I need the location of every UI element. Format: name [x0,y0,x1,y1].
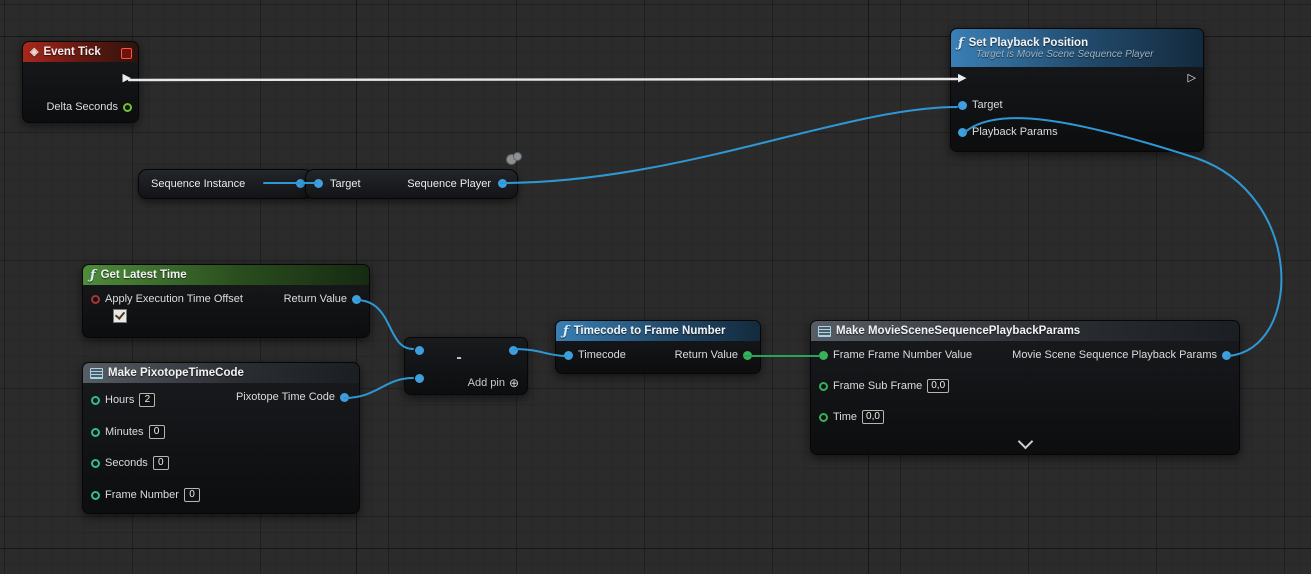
cloud-icon [506,152,522,165]
seconds-pin[interactable] [91,458,100,468]
node-get-latest-time-header[interactable]: ƒ Get Latest Time [83,265,369,285]
pin-label-frame-sub-frame: Frame Sub Frame [833,380,923,392]
variable-label: Sequence Instance [151,178,246,190]
exec-out-pin[interactable]: ▶ [122,72,131,84]
pin-label-return-value: Return Value [674,349,738,361]
delta-seconds-pin[interactable] [123,102,132,112]
target-in-pin[interactable] [314,179,323,188]
make-struct-icon [90,367,103,379]
node-make-playback-params-header[interactable]: Make MovieSceneSequencePlaybackParams [811,321,1239,341]
time-pin[interactable] [819,412,828,422]
subtract-input-b-pin[interactable] [415,374,424,383]
pin-label-return-value: Return Value [283,293,347,305]
node-title: Make MovieSceneSequencePlaybackParams [836,325,1081,337]
pin-label-frame-number: Frame Number [105,489,179,501]
node-title: Set Playback Position [968,37,1089,49]
event-icon: ◈ [30,45,39,58]
node-subtitle: Target is Movie Scene Sequence Player [976,48,1154,60]
pin-label-time: Time [833,411,858,423]
return-value-pin[interactable] [743,350,752,360]
exec-in-pin[interactable]: ▶ [958,72,967,84]
node-make-pixotope-timecode-header[interactable]: Make PixotopeTimeCode [83,363,359,383]
frame-frame-number-value-pin[interactable] [819,350,828,360]
event-tick-badge-icon [121,48,132,59]
timecode-pin[interactable] [564,350,573,360]
pin-label-hours: Hours [105,394,135,406]
hours-value-input[interactable]: 2 [139,393,156,407]
frame-number-pin[interactable] [91,490,100,500]
seconds-value-input[interactable]: 0 [152,456,169,470]
node-title: Timecode to Frame Number [573,325,726,337]
expand-chevron-icon[interactable] [1017,433,1034,450]
node-title: Event Tick [43,46,101,58]
node-title: Make PixotopeTimeCode [108,367,244,379]
pin-label-output: Movie Scene Sequence Playback Params [1012,349,1217,361]
pin-label-apply-execution-time-offset: Apply Execution Time Offset [105,293,243,305]
pin-label-target: Target [972,99,1003,111]
node-timecode-to-frame-number[interactable]: ƒ Timecode to Frame Number Timecode Retu… [555,320,761,374]
minutes-value-input[interactable]: 0 [148,425,165,439]
function-icon: ƒ [563,323,569,339]
pin-label-target: Target [330,178,361,190]
playback-params-output-pin[interactable] [1222,350,1231,360]
playback-params-pin[interactable] [958,127,967,137]
apply-execution-time-offset-pin[interactable] [91,294,100,304]
node-subtract[interactable]: - Add pin ⊕ [404,337,528,395]
pixotope-time-code-pin[interactable] [340,392,349,402]
pin-label-delta-seconds: Delta Seconds [46,101,118,113]
subtract-operator: - [456,349,462,366]
function-icon: ƒ [958,35,964,51]
frame-number-value-input[interactable]: 0 [183,488,200,502]
pin-label-playback-params: Playback Params [972,126,1058,138]
target-pin[interactable] [958,100,967,110]
return-value-pin[interactable] [352,294,361,304]
make-struct-icon [818,325,831,337]
node-event-tick[interactable]: ◈ Event Tick ▶ Delta Seconds [22,41,139,123]
node-title: Get Latest Time [100,269,187,281]
add-pin-label: Add pin [467,377,505,389]
pin-label-pixotope-time-code: Pixotope Time Code [235,391,335,403]
node-set-playback-position[interactable]: ƒ Set Playback Position Target is Movie … [950,28,1204,152]
function-icon: ƒ [90,267,96,283]
sequence-instance-output-pin[interactable] [296,179,305,188]
pin-label-sequence-player: Sequence Player [407,178,491,190]
node-event-tick-header[interactable]: ◈ Event Tick [23,42,138,62]
node-set-playback-position-header[interactable]: ƒ Set Playback Position Target is Movie … [951,29,1203,67]
time-value-input[interactable]: 0,0 [862,410,884,424]
add-pin-icon: ⊕ [508,376,519,390]
pin-label-frame-frame-number-value: Frame Frame Number Value [833,349,973,361]
minutes-pin[interactable] [91,427,100,437]
node-timecode-to-frame-number-header[interactable]: ƒ Timecode to Frame Number [556,321,760,341]
exec-out-pin[interactable]: ▷ [1187,72,1196,84]
node-sequence-instance[interactable]: Sequence Instance [138,169,313,199]
subtract-input-a-pin[interactable] [415,346,424,355]
add-pin-button[interactable]: Add pin ⊕ [468,377,519,389]
sequence-player-output-pin[interactable] [498,179,507,188]
frame-sub-frame-pin[interactable] [819,381,828,391]
apply-execution-time-offset-checkbox[interactable] [113,309,127,323]
node-get-sequence-player[interactable]: Target Sequence Player [305,169,518,199]
node-get-latest-time[interactable]: ƒ Get Latest Time Apply Execution Time O… [82,264,370,338]
pin-label-minutes: Minutes [105,426,144,438]
node-make-pixotope-timecode[interactable]: Make PixotopeTimeCode Pixotope Time Code… [82,362,360,514]
node-make-movie-scene-sequence-playback-params[interactable]: Make MovieSceneSequencePlaybackParams Fr… [810,320,1240,455]
frame-sub-frame-value-input[interactable]: 0,0 [927,379,950,393]
pin-label-timecode: Timecode [578,349,626,361]
pin-label-seconds: Seconds [105,457,148,469]
hours-pin[interactable] [91,395,100,405]
